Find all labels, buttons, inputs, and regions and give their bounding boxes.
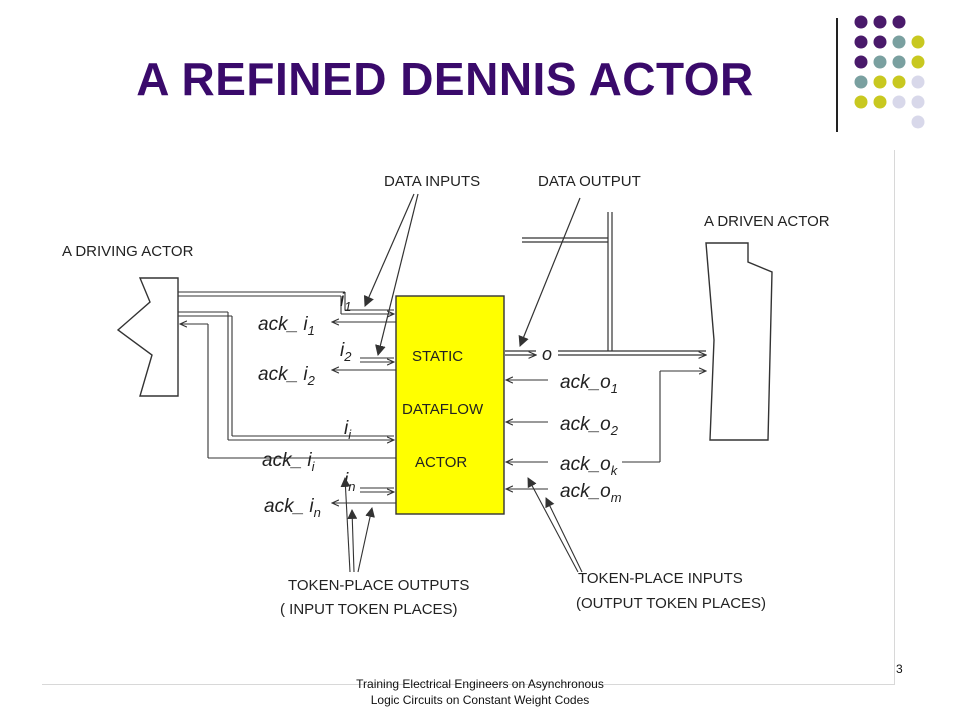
actor-line-dataflow: DATAFLOW bbox=[402, 401, 484, 418]
actor-line-static: STATIC bbox=[412, 348, 463, 365]
data-output-label: DATA OUTPUT bbox=[538, 173, 641, 190]
ack-out-label-m: ack_om bbox=[560, 481, 622, 505]
input-label-2: i2 bbox=[340, 340, 352, 364]
ack-out-label-2: ack_o2 bbox=[560, 414, 619, 438]
footer-line-2: Logic Circuits on Constant Weight Codes bbox=[370, 693, 590, 707]
footer-line-1: Training Electrical Engineers on Asynchr… bbox=[356, 677, 604, 691]
ack-in-label-1: ack_ i1 bbox=[258, 314, 315, 338]
ack-in-label-i: ack_ ii bbox=[262, 450, 316, 474]
token-inputs-label: TOKEN-PLACE INPUTS bbox=[578, 570, 743, 587]
ack-in-label-2: ack_ i2 bbox=[258, 364, 316, 388]
slide-title: A REFINED DENNIS ACTOR bbox=[136, 53, 754, 105]
driving-actor-label: A DRIVING ACTOR bbox=[62, 243, 194, 260]
driving-actor-shape bbox=[116, 277, 179, 397]
static-dataflow-actor-box bbox=[395, 295, 505, 515]
ack-in-label-n: ack_ in bbox=[264, 496, 321, 520]
data-inputs-label: DATA INPUTS bbox=[384, 173, 480, 190]
page-number: 3 bbox=[896, 662, 903, 676]
slide-footer: Training Electrical Engineers on Asynchr… bbox=[0, 676, 960, 708]
actor-line-actor: ACTOR bbox=[415, 454, 467, 471]
slide-frame-right bbox=[894, 150, 895, 684]
driven-actor-shape bbox=[705, 242, 773, 441]
input-label-1: i1 bbox=[340, 290, 351, 314]
token-outputs-sublabel: ( INPUT TOKEN PLACES) bbox=[280, 601, 458, 618]
ack-out-label-1: ack_o1 bbox=[560, 372, 618, 396]
ack-out-label-k: ack_ok bbox=[560, 454, 619, 478]
driven-actor-label: A DRIVEN ACTOR bbox=[704, 213, 830, 230]
token-outputs-label: TOKEN-PLACE OUTPUTS bbox=[288, 577, 469, 594]
input-label-i: ii bbox=[344, 418, 352, 442]
title-divider-line bbox=[836, 18, 838, 132]
token-inputs-sublabel: (OUTPUT TOKEN PLACES) bbox=[576, 595, 766, 612]
slide-frame-bottom bbox=[42, 684, 895, 685]
output-label: o bbox=[542, 344, 552, 364]
